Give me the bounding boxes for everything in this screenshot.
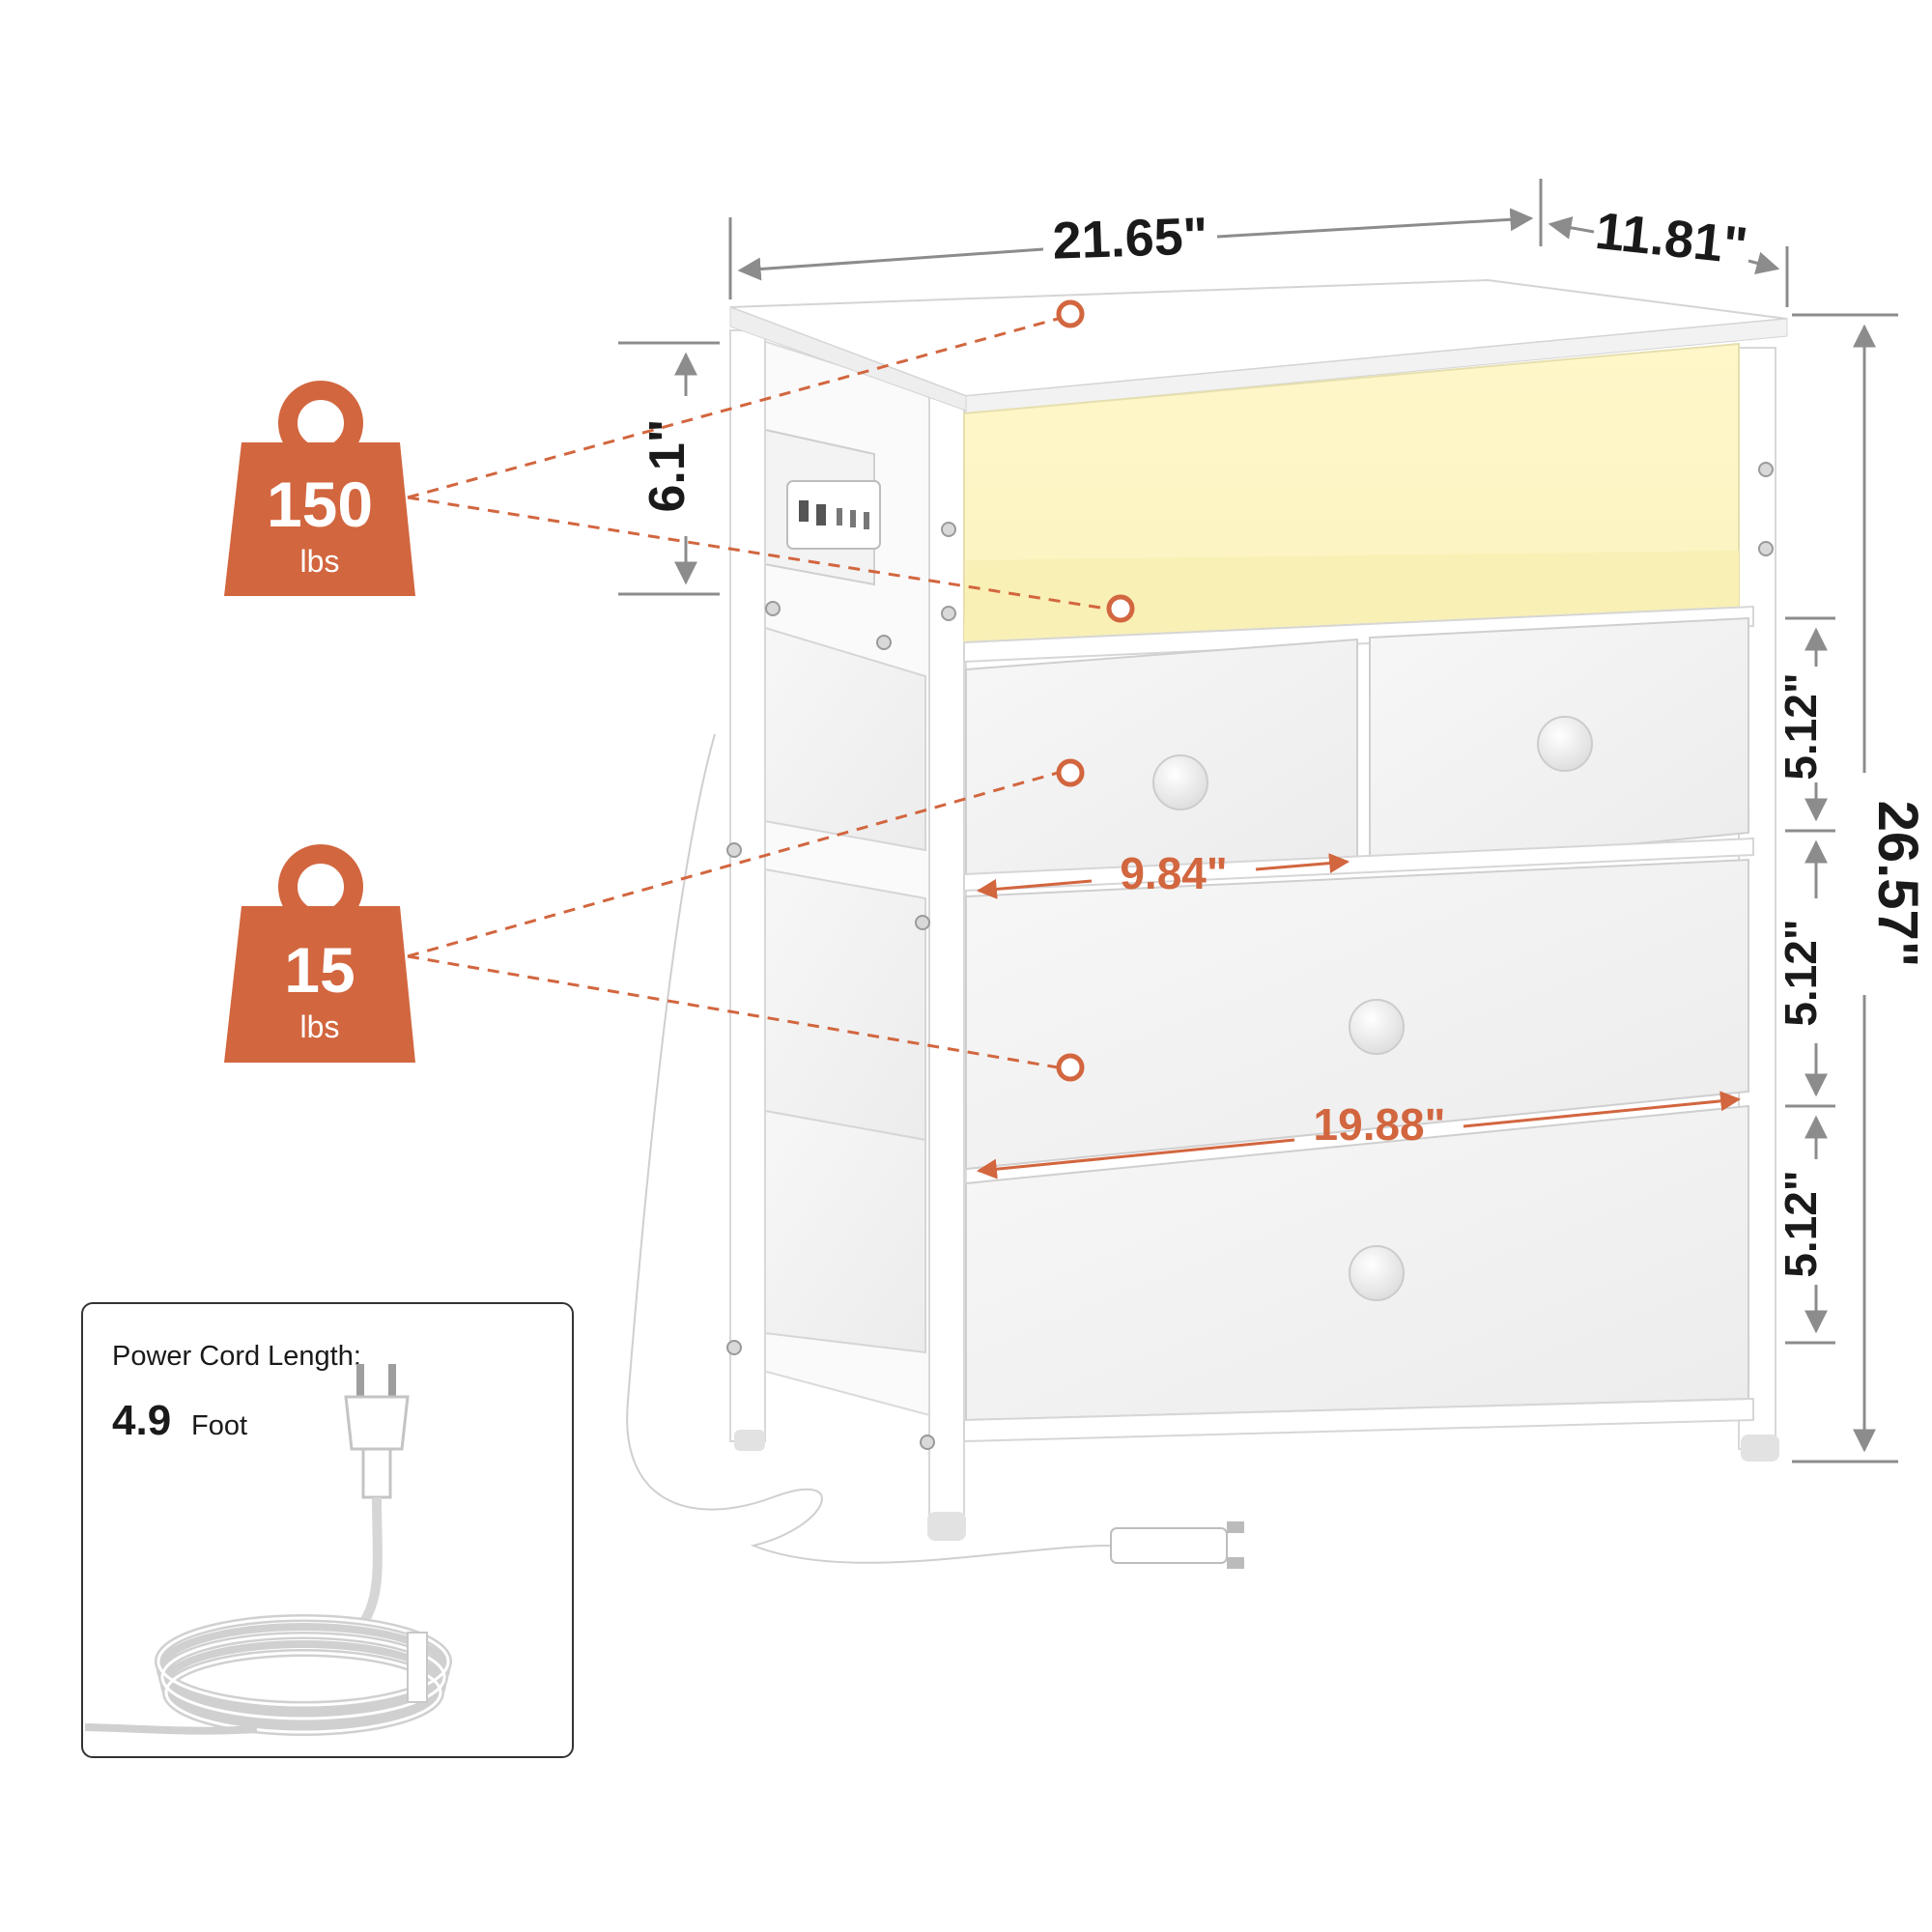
weight-leader-lines <box>407 317 1107 1069</box>
power-cord-info-box: Power Cord Length: 4.9 Foot <box>81 1302 574 1758</box>
leader-points <box>1056 299 1135 1082</box>
drawer-bottom <box>965 1104 1749 1422</box>
power-cord-value: 4.9 <box>112 1397 172 1444</box>
weight-icon-top: 150 lbs <box>224 381 415 596</box>
drawer-top-right <box>1369 616 1749 871</box>
power-cord-title: Power Cord Length: <box>112 1341 361 1372</box>
coiled-cord-icon <box>84 1364 452 1736</box>
height-label: 26.57" <box>1866 801 1929 968</box>
plug-icon <box>1110 1521 1244 1569</box>
small-drawer-width-label: 9.84" <box>1120 848 1227 898</box>
shelf-height-label: 6.1" <box>639 419 696 513</box>
weight-icon-drawer: 15 lbs <box>224 844 415 1063</box>
drawer-knob <box>1349 1245 1405 1301</box>
drawer-middle <box>965 858 1749 1171</box>
plug-icon <box>344 1364 410 1499</box>
dresser-illustration <box>622 278 1788 1569</box>
outlet-icon <box>743 423 881 586</box>
depth-label: 11.81" <box>1593 202 1750 275</box>
drawer-height-label-1: 5.12" <box>1776 672 1826 780</box>
drawer-knob <box>1152 754 1208 810</box>
weight-top-unit: lbs <box>300 544 340 579</box>
weight-top-value: 150 <box>267 469 373 540</box>
drawer-width-arrows <box>976 853 1742 1179</box>
drawer-knob <box>1537 716 1593 772</box>
drawer-height-label-3: 5.12" <box>1776 1170 1826 1277</box>
width-label: 21.65" <box>1052 207 1209 270</box>
drawer-top-left <box>965 638 1358 876</box>
drawer-height-label-2: 5.12" <box>1776 919 1826 1026</box>
dimension-lines <box>618 179 1898 1463</box>
weight-drawer-value: 15 <box>284 934 355 1006</box>
large-drawer-width-label: 19.88" <box>1314 1099 1446 1150</box>
weight-drawer-unit: lbs <box>300 1009 340 1044</box>
drawer-knob <box>1349 999 1405 1055</box>
power-cord-unit: Foot <box>191 1410 248 1441</box>
